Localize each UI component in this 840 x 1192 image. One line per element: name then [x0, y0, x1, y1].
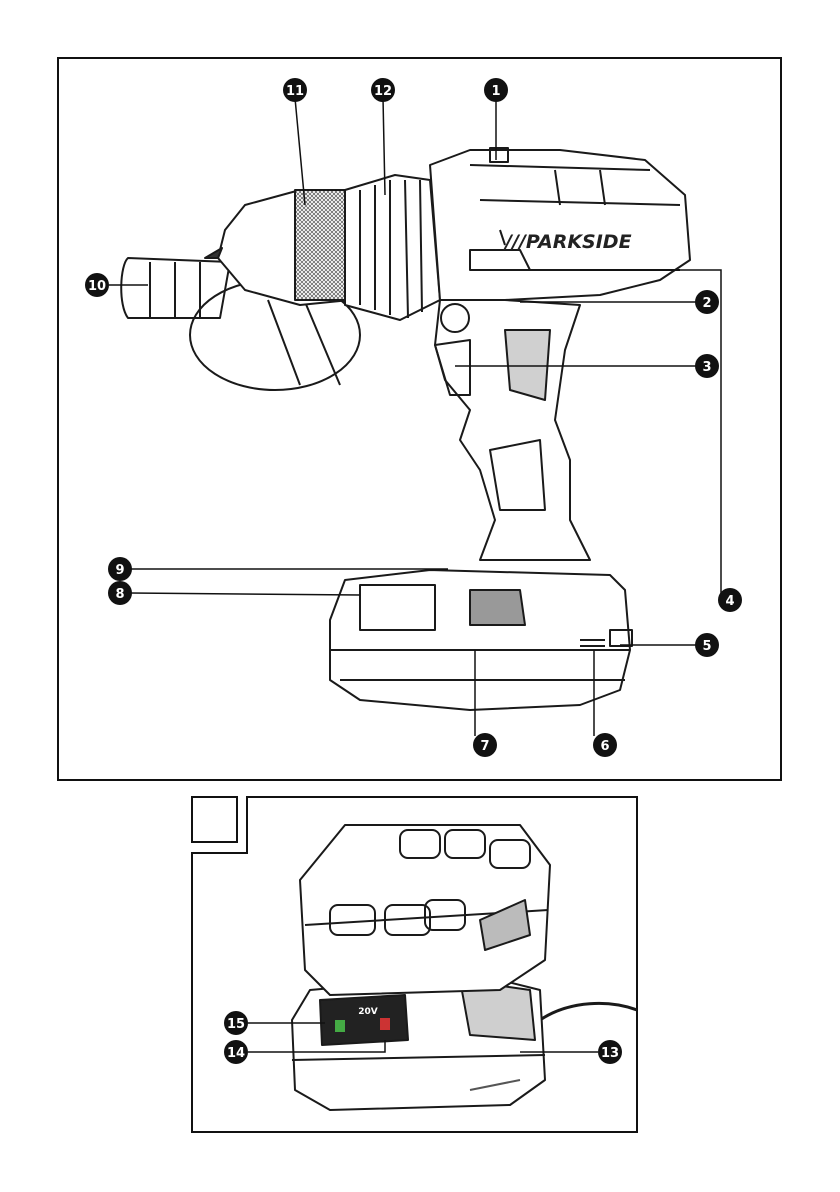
svg-text:1: 1	[491, 84, 500, 99]
svg-text:5: 5	[702, 639, 711, 654]
svg-text:11: 11	[286, 84, 304, 99]
callout-12: 12	[371, 78, 395, 102]
brand-logo: ///PARKSIDE	[503, 231, 632, 253]
svg-text:10: 10	[88, 279, 106, 294]
motor-housing	[430, 148, 690, 310]
callout-11: 11	[283, 78, 307, 102]
callout-9: 9	[108, 557, 132, 581]
svg-text:9: 9	[115, 563, 124, 578]
callout-4: 4	[718, 588, 742, 612]
drill-illustration: ///PARKSIDE	[121, 148, 690, 710]
svg-text:13: 13	[601, 1046, 619, 1061]
svg-text:8: 8	[115, 587, 124, 602]
callout-10: 10	[85, 273, 109, 297]
callout-1: 1	[484, 78, 508, 102]
svg-text:20V: 20V	[358, 1007, 378, 1017]
callout-2: 2	[695, 290, 719, 314]
battery-on-charger	[300, 825, 550, 995]
callout-7: 7	[473, 733, 497, 757]
callout-6: 6	[593, 733, 617, 757]
svg-text:12: 12	[374, 84, 392, 99]
svg-text:3: 3	[702, 360, 711, 375]
svg-text:2: 2	[702, 296, 711, 311]
svg-text:15: 15	[227, 1017, 245, 1032]
callout-3: 3	[695, 354, 719, 378]
grip	[435, 300, 590, 560]
svg-text:6: 6	[600, 739, 609, 754]
callout-14: 14	[224, 1040, 248, 1064]
charger-illustration: 20V	[292, 825, 637, 1110]
svg-text:14: 14	[227, 1046, 245, 1061]
chuck	[205, 190, 350, 305]
callout-13: 13	[598, 1040, 622, 1064]
callout-5: 5	[695, 633, 719, 657]
svg-text:4: 4	[725, 594, 734, 609]
svg-text:7: 7	[480, 739, 489, 754]
led-panel: 20V	[320, 995, 408, 1045]
callout-15: 15	[224, 1011, 248, 1035]
battery-pack	[330, 570, 632, 710]
callout-8: 8	[108, 581, 132, 605]
torque-collar	[345, 175, 440, 320]
